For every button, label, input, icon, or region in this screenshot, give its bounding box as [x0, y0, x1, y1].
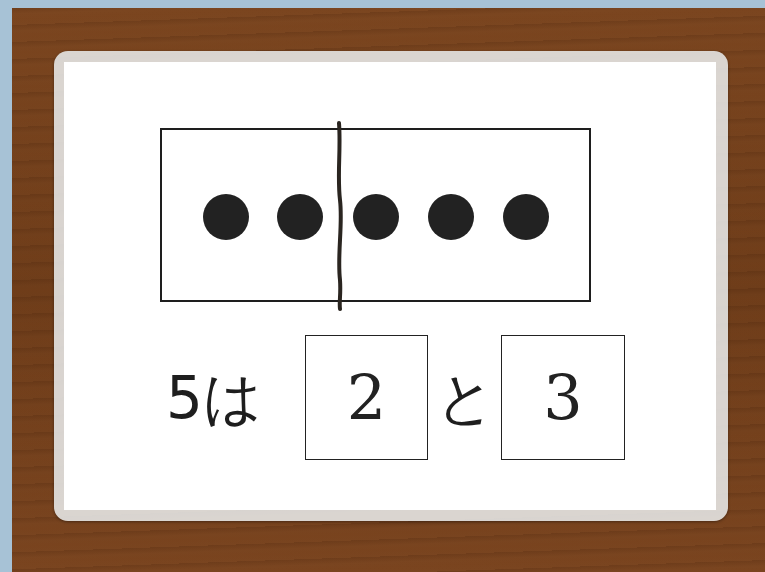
answer-box: 2 [305, 335, 428, 460]
split-line [339, 123, 341, 309]
dot [428, 194, 474, 240]
dot [353, 194, 399, 240]
dot [203, 194, 249, 240]
sentence-text: 5は [166, 369, 262, 427]
dot [277, 194, 323, 240]
dot [503, 194, 549, 240]
answer-box: 3 [501, 335, 625, 460]
answer-number: 2 [347, 367, 386, 429]
sentence-text: と [436, 369, 495, 427]
dot-frame [161, 129, 590, 301]
answer-number: 3 [543, 367, 582, 429]
